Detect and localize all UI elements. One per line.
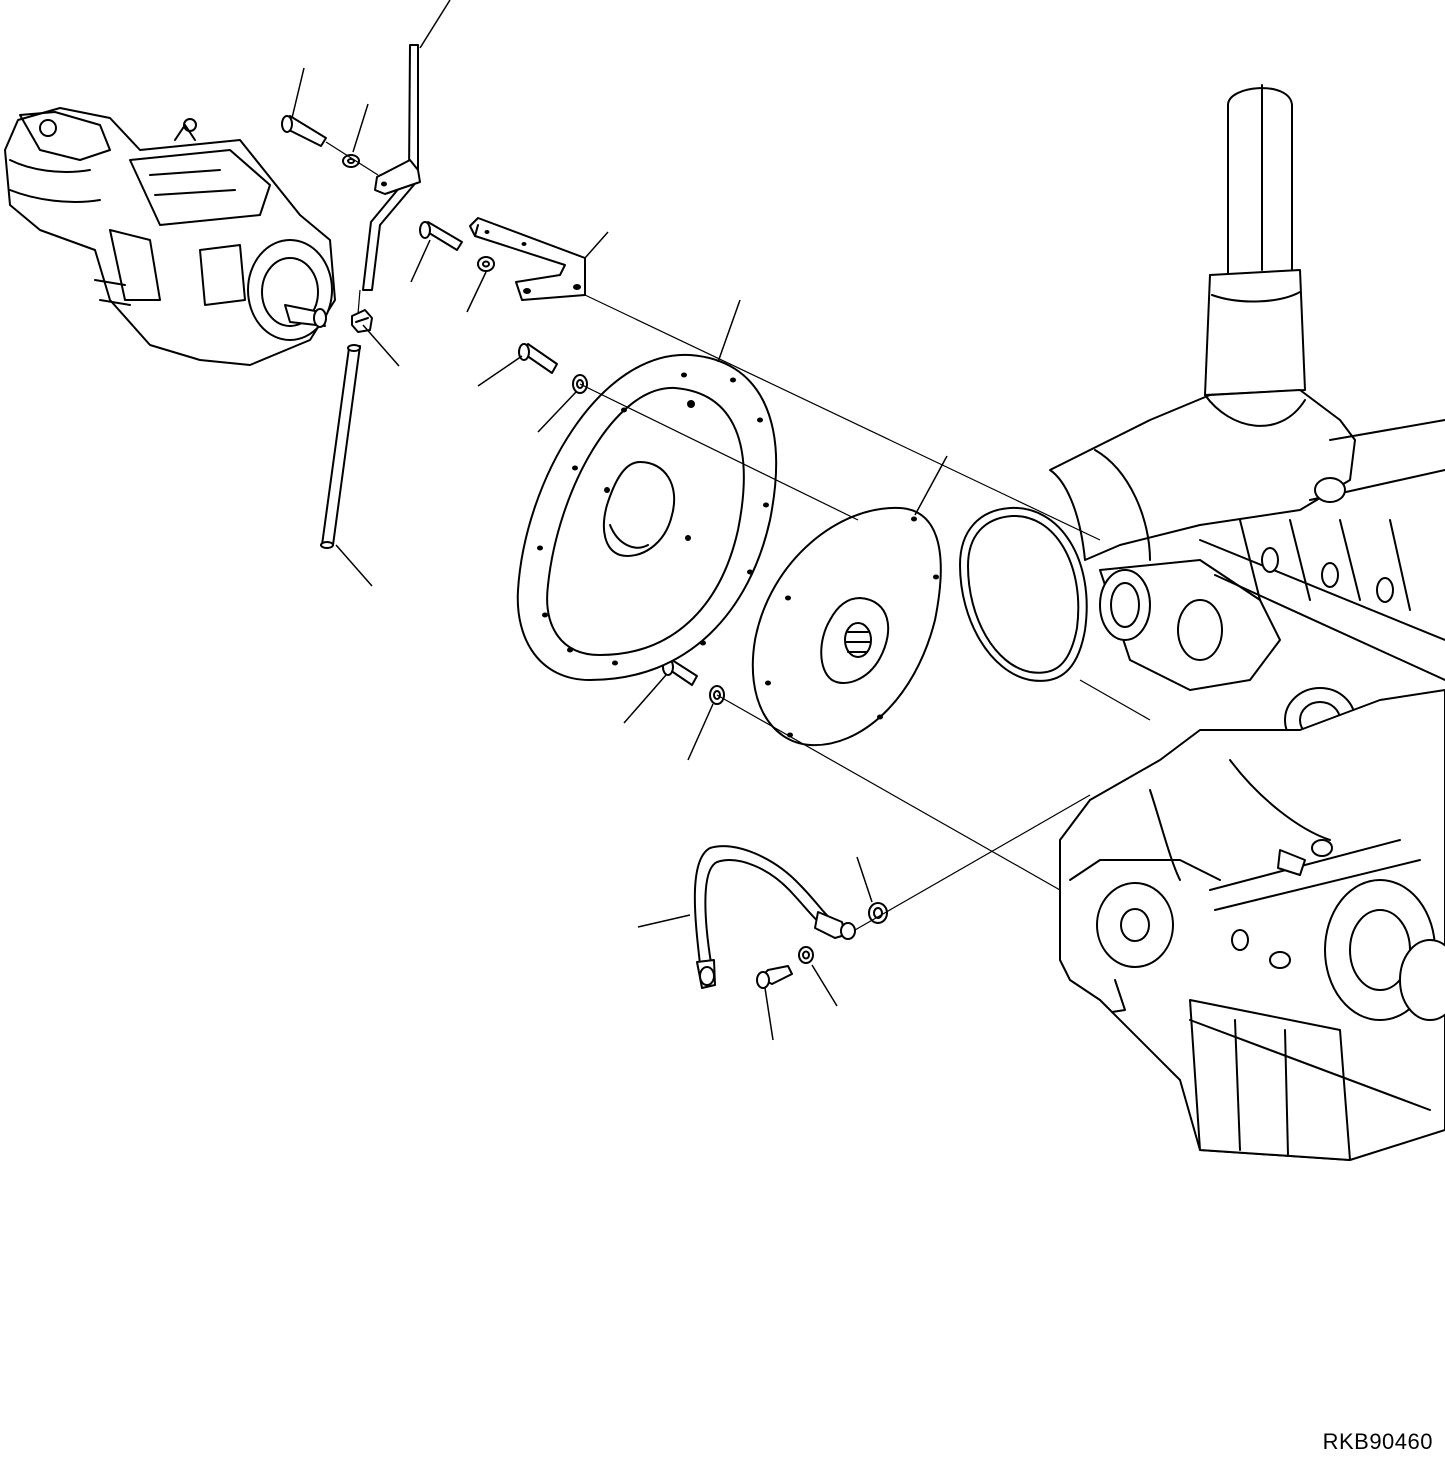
drawing-code-label: RKB90460 [1322,1429,1433,1454]
bolt-2 [419,221,463,251]
straight-rod [320,344,361,549]
spacer [868,902,888,924]
washer-2 [477,256,495,272]
seal-ring [959,506,1088,682]
leader-lines [291,0,948,1041]
engine [1049,84,1445,1161]
flywheel-housing [516,353,778,681]
alignment-lines [357,289,1151,931]
coupling-disc [751,506,942,747]
mount-bracket [469,217,586,301]
bent-rod [362,44,421,291]
clamp [351,309,373,333]
bolt-1 [281,115,327,147]
ground-cable [693,845,856,989]
hydraulic-pump [4,107,336,366]
bolt-3 [518,343,558,374]
washer-1 [342,154,360,168]
bolt-5 [756,965,793,989]
washer-5 [798,946,814,964]
